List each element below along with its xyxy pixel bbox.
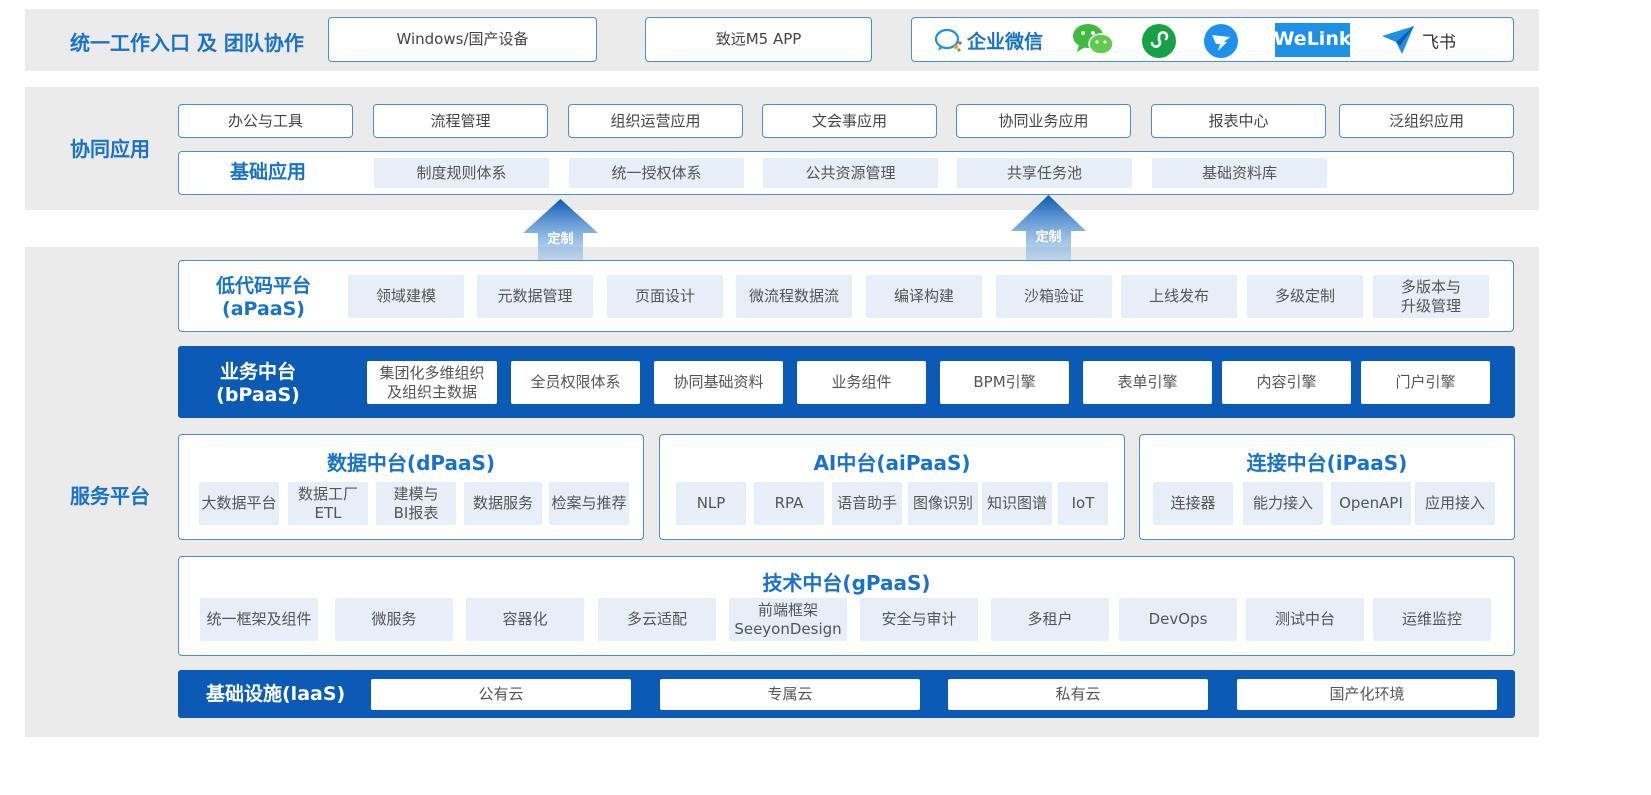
bpaas-title: 业务中台 (bPaaS)	[203, 361, 313, 407]
m5-app-box: 致远M5 APP	[645, 17, 872, 62]
ipaas-item: 应用接入	[1415, 482, 1495, 525]
aipaas-item: NLP	[676, 482, 746, 525]
iaas-title: 基础设施(laaS)	[206, 683, 346, 705]
dpaas-c3-line2: BI报表	[393, 503, 439, 522]
custom-arrow-label: 定制	[547, 232, 574, 247]
apaas-item: 编译构建	[866, 275, 982, 318]
apaas-item: 上线发布	[1121, 275, 1237, 318]
dpaas-c3-line1: 建模与	[393, 484, 439, 503]
entry-title: 统一工作入口 及 团队协作	[70, 31, 304, 55]
bpaas-item: 内容引擎	[1222, 361, 1351, 404]
gpaas-item: 测试中台	[1246, 598, 1364, 641]
gpaas-c5-line2: SeeyonDesign	[734, 619, 842, 638]
collab-app: 文会事应用	[762, 104, 937, 138]
aipaas-item: 知识图谱	[982, 482, 1052, 525]
bpaas-item: BPM引擎	[940, 361, 1069, 404]
iaas-item: 专属云	[660, 679, 920, 710]
apaas-item: 沙箱验证	[996, 275, 1112, 318]
gpaas-item: 多云适配	[598, 598, 716, 641]
bpaas-first-line2: 及组织主数据	[386, 382, 477, 401]
gpaas-item: 微服务	[335, 598, 453, 641]
apaas-item: 微流程数据流	[736, 275, 852, 318]
dpaas-title: 数据中台(dPaaS)	[326, 451, 496, 475]
dpaas-item: 数据服务	[464, 482, 542, 525]
apaas-title: 低代码平台 (aPaaS)	[206, 275, 321, 321]
bpaas-first-line1: 集团化多维组织	[379, 363, 485, 382]
bpaas-title-line1: 业务中台	[219, 361, 296, 383]
custom-arrow-up	[523, 199, 598, 261]
collab-app: 组织运营应用	[568, 104, 743, 138]
custom-arrow-label: 定制	[1035, 230, 1062, 245]
ipaas-title: 连接中台(iPaaS)	[1246, 451, 1408, 475]
apaas-item-multiline: 多版本与 升级管理	[1373, 275, 1489, 318]
wecom-logo-icon	[934, 28, 962, 52]
gpaas-item: DevOps	[1119, 598, 1237, 641]
bpaas-item: 全员权限体系	[511, 361, 640, 404]
dpaas-c2-line1: 数据工厂	[297, 484, 358, 503]
apaas-item: 领域建模	[348, 275, 464, 318]
dpaas-item-multiline: 数据工厂 ETL	[288, 482, 368, 525]
base-app-item: 基础资料库	[1152, 158, 1327, 188]
apaas-item: 元数据管理	[477, 275, 593, 318]
aipaas-item: 图像识别	[908, 482, 978, 525]
collab-app: 办公与工具	[178, 104, 353, 138]
apaas-title-line2: (aPaaS)	[222, 297, 305, 320]
ipaas-item: OpenAPI	[1331, 482, 1411, 525]
gpaas-c5-line1: 前端框架	[757, 600, 818, 619]
gpaas-item: 多租户	[991, 598, 1109, 641]
collab-app: 报表中心	[1151, 104, 1326, 138]
base-app-item: 统一授权体系	[569, 158, 744, 188]
gpaas-item: 运维监控	[1373, 598, 1491, 641]
bpaas-item-multiline: 集团化多维组织 及组织主数据	[367, 361, 497, 404]
wechat-icon	[1073, 24, 1114, 55]
service-title: 服务平台	[70, 484, 150, 508]
bpaas-item: 协同基础资料	[654, 361, 783, 404]
collab-app: 协同业务应用	[956, 104, 1131, 138]
dpaas-item: 大数据平台	[199, 482, 279, 525]
feishu-icon	[1382, 26, 1414, 54]
wecom-label: 企业微信	[967, 30, 1044, 53]
collab-title: 协同应用	[70, 137, 150, 161]
apaas-item: 多级定制	[1247, 275, 1363, 318]
bpaas-title-line2: (bPaaS)	[216, 383, 300, 406]
iaas-item: 私有云	[948, 679, 1208, 710]
collab-app: 流程管理	[373, 104, 548, 138]
aipaas-title: AI中台(aiPaaS)	[813, 451, 971, 475]
aipaas-item: 语音助手	[832, 482, 902, 525]
aipaas-item: RPA	[754, 482, 824, 525]
base-app-item: 制度规则体系	[374, 158, 549, 188]
ipaas-item: 连接器	[1153, 482, 1233, 525]
collab-app: 泛组织应用	[1339, 104, 1514, 138]
windows-device-box: Windows/国产设备	[328, 17, 597, 62]
iaas-item: 国产化环境	[1237, 679, 1497, 710]
base-app-item: 共享任务池	[957, 158, 1132, 188]
dpaas-item: 检案与推荐	[549, 482, 629, 525]
mini-program-icon	[1142, 24, 1176, 58]
welink-logo: WeLink	[1274, 23, 1351, 57]
gpaas-item: 容器化	[466, 598, 584, 641]
gpaas-item-multiline: 前端框架 SeeyonDesign	[729, 598, 847, 641]
gpaas-item: 安全与审计	[860, 598, 978, 641]
ipaas-item: 能力接入	[1243, 482, 1323, 525]
feishu-logo: 飞书	[1380, 24, 1456, 56]
dingtalk-icon	[1204, 24, 1238, 58]
dpaas-c2-line2: ETL	[314, 503, 342, 522]
custom-arrow-up	[1011, 195, 1086, 261]
iaas-item: 公有云	[371, 679, 631, 710]
apaas-item: 页面设计	[607, 275, 723, 318]
bpaas-item: 表单引擎	[1083, 361, 1212, 404]
aipaas-item: IoT	[1058, 482, 1108, 525]
gpaas-item: 统一框架及组件	[200, 598, 318, 641]
bpaas-item: 业务组件	[797, 361, 926, 404]
apaas-title-line1: 低代码平台	[215, 275, 311, 297]
base-app-item: 公共资源管理	[763, 158, 938, 188]
base-app-title: 基础应用	[230, 161, 307, 183]
apaas-last-line1: 多版本与	[1400, 277, 1461, 296]
bpaas-item: 门户引擎	[1361, 361, 1490, 404]
apaas-last-line2: 升级管理	[1400, 296, 1461, 315]
feishu-label: 飞书	[1422, 32, 1456, 53]
dpaas-item-multiline: 建模与 BI报表	[376, 482, 456, 525]
gpaas-title: 技术中台(gPaaS)	[762, 571, 931, 595]
wecom-logo: 企业微信	[933, 26, 1043, 54]
